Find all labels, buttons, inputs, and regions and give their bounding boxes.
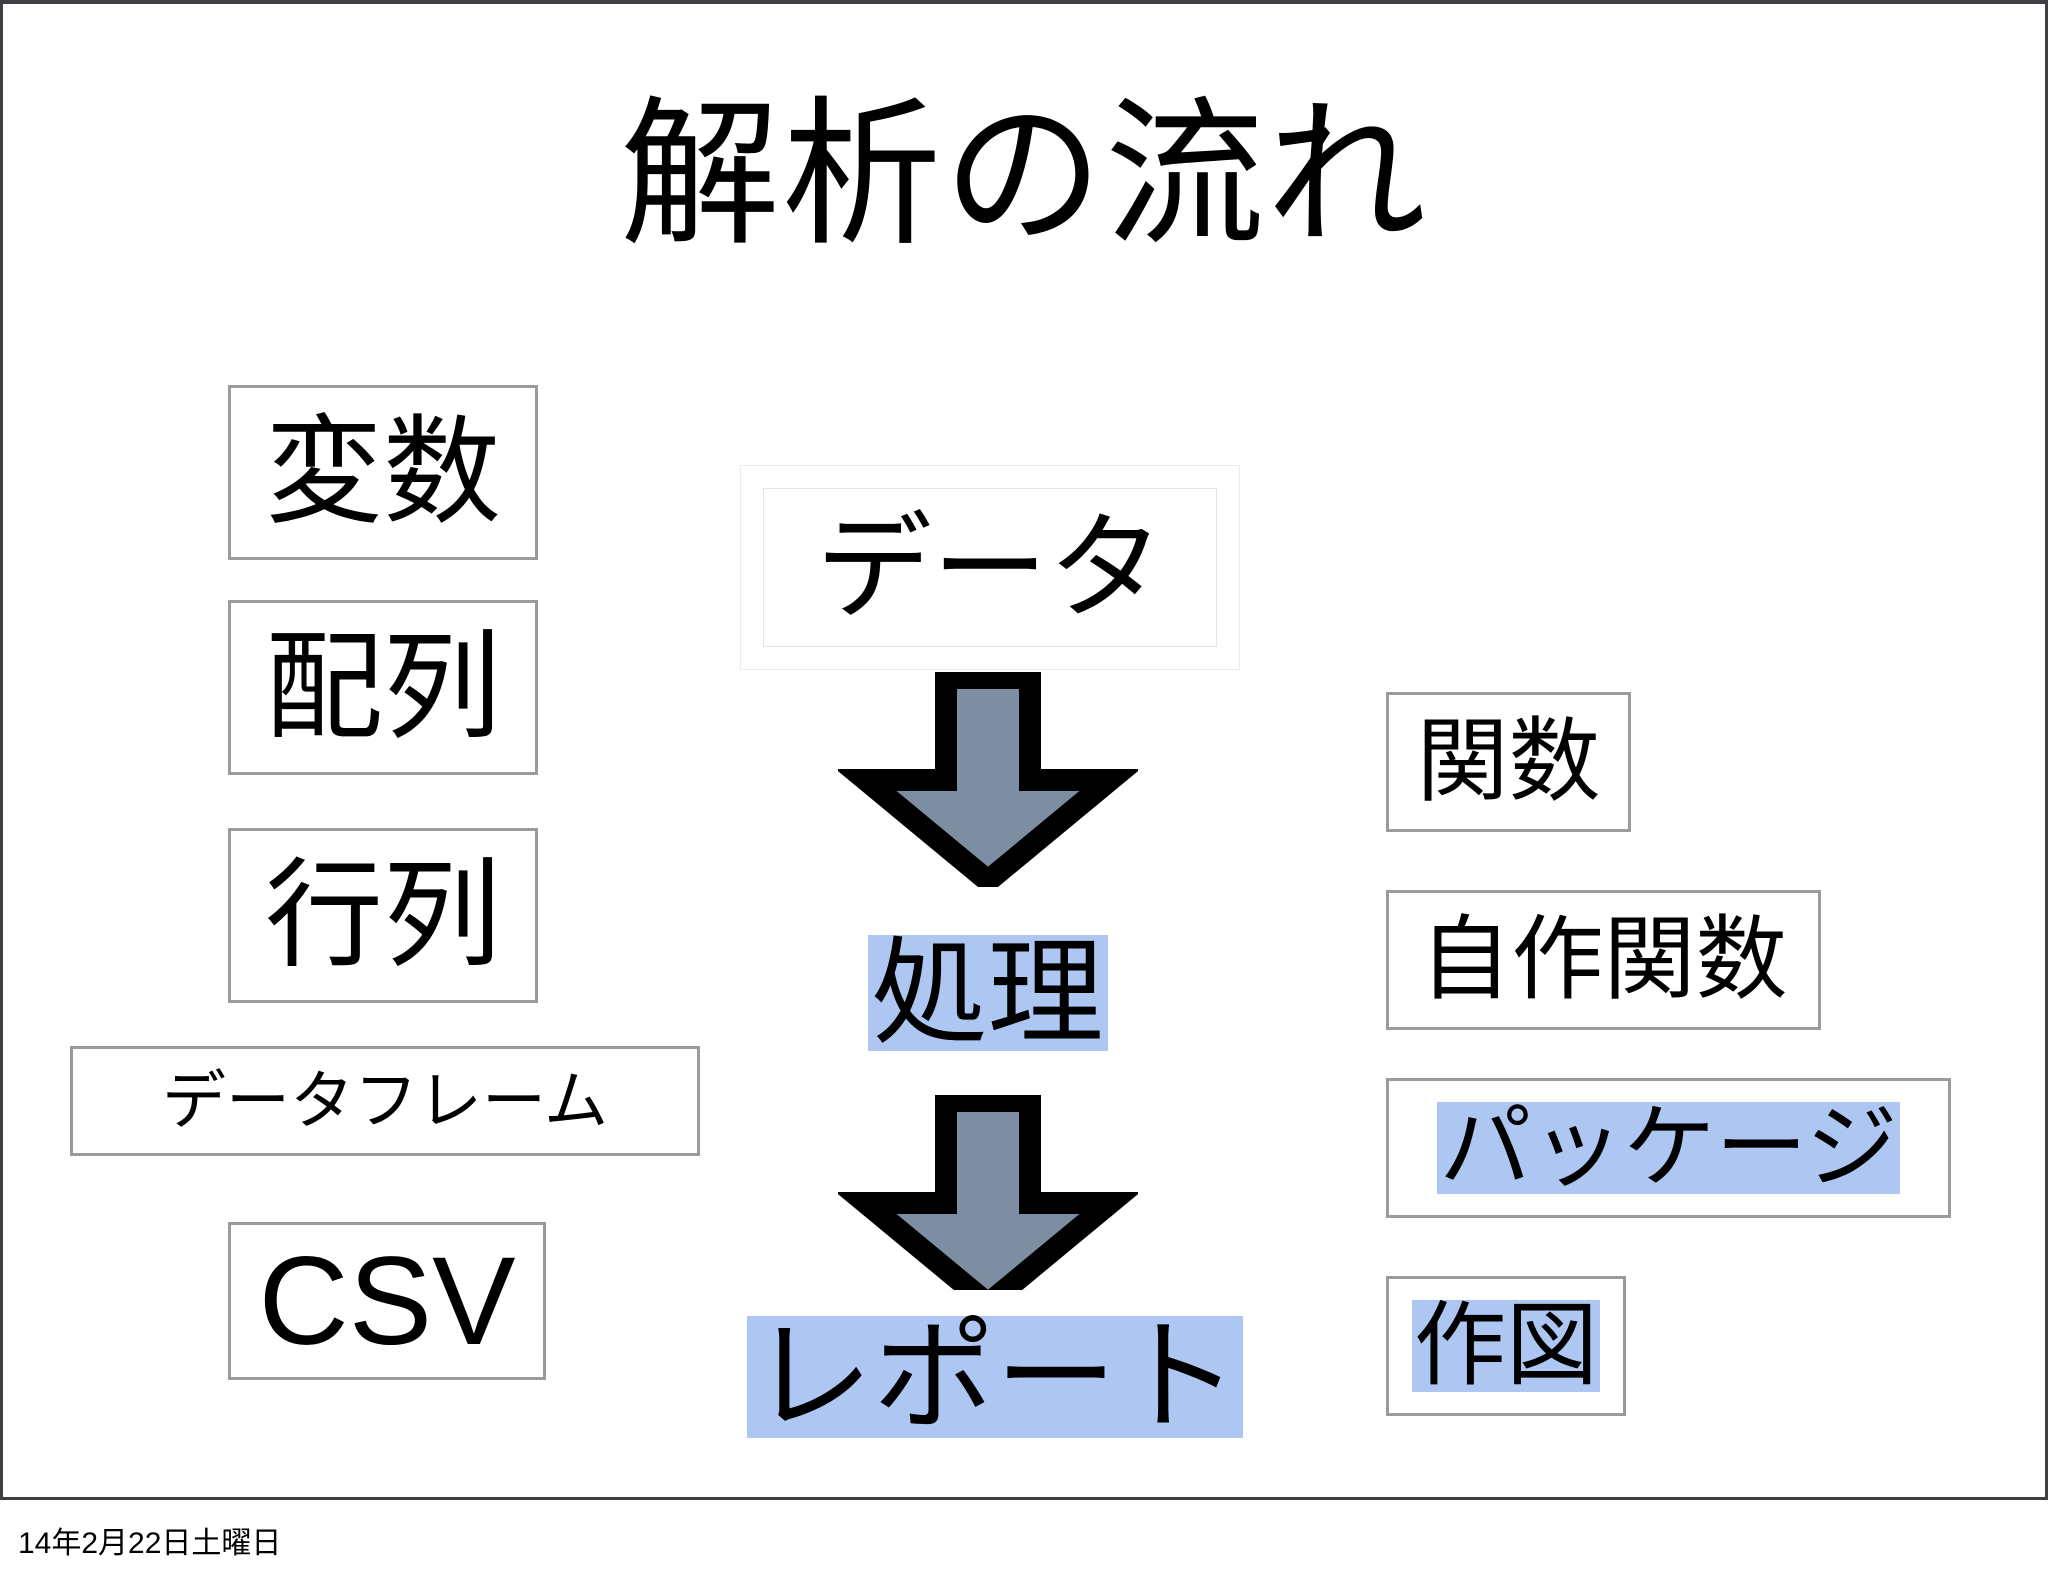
flow-step-report-inner: レポート bbox=[671, 1304, 1319, 1450]
right-item-custom-function-label: 自作関数 bbox=[1419, 909, 1788, 1011]
page-title: 解析の流れ bbox=[619, 85, 1428, 264]
flow-step-process[interactable]: 処理 bbox=[795, 890, 1180, 1129]
right-item-package-label: パッケージ bbox=[1437, 1097, 1900, 1199]
footer-date: 14年2月22日土曜日 bbox=[18, 1527, 282, 1560]
left-item-array-label: 配列 bbox=[264, 621, 501, 754]
flow-step-report[interactable]: レポート bbox=[655, 1290, 1335, 1510]
arrow-down-icon bbox=[835, 667, 1141, 896]
card-shadow bbox=[675, 1464, 1315, 1510]
right-item-custom-function[interactable]: 自作関数 bbox=[1386, 890, 1821, 1030]
right-item-function-label: 関数 bbox=[1416, 711, 1601, 813]
right-item-plotting-label: 作図 bbox=[1411, 1295, 1600, 1397]
left-item-array[interactable]: 配列 bbox=[228, 600, 538, 775]
left-item-dataframe[interactable]: データフレーム bbox=[70, 1046, 700, 1156]
left-item-variable-label: 変数 bbox=[264, 406, 501, 539]
left-item-matrix-label: 行列 bbox=[264, 849, 501, 982]
left-item-matrix[interactable]: 行列 bbox=[228, 828, 538, 1003]
flow-step-report-label: レポート bbox=[747, 1316, 1243, 1438]
right-item-plotting[interactable]: 作図 bbox=[1386, 1276, 1626, 1416]
left-item-csv-label: CSV bbox=[258, 1231, 516, 1371]
flow-step-data-inner: データ bbox=[763, 488, 1217, 647]
flow-step-process-inner: 処理 bbox=[817, 912, 1158, 1073]
flow-step-data-label: データ bbox=[816, 502, 1164, 633]
right-item-function[interactable]: 関数 bbox=[1386, 692, 1631, 832]
left-item-csv[interactable]: CSV bbox=[228, 1222, 546, 1380]
left-item-variable[interactable]: 変数 bbox=[228, 385, 538, 560]
flow-step-process-label: 処理 bbox=[867, 934, 1108, 1051]
arrow-down-svg bbox=[835, 1090, 1141, 1319]
right-item-package[interactable]: パッケージ bbox=[1386, 1078, 1951, 1218]
flow-step-data[interactable]: データ bbox=[740, 465, 1240, 703]
arrow-down-svg bbox=[835, 667, 1141, 896]
arrow-down-icon bbox=[835, 1090, 1141, 1319]
left-item-dataframe-label: データフレーム bbox=[161, 1065, 609, 1137]
